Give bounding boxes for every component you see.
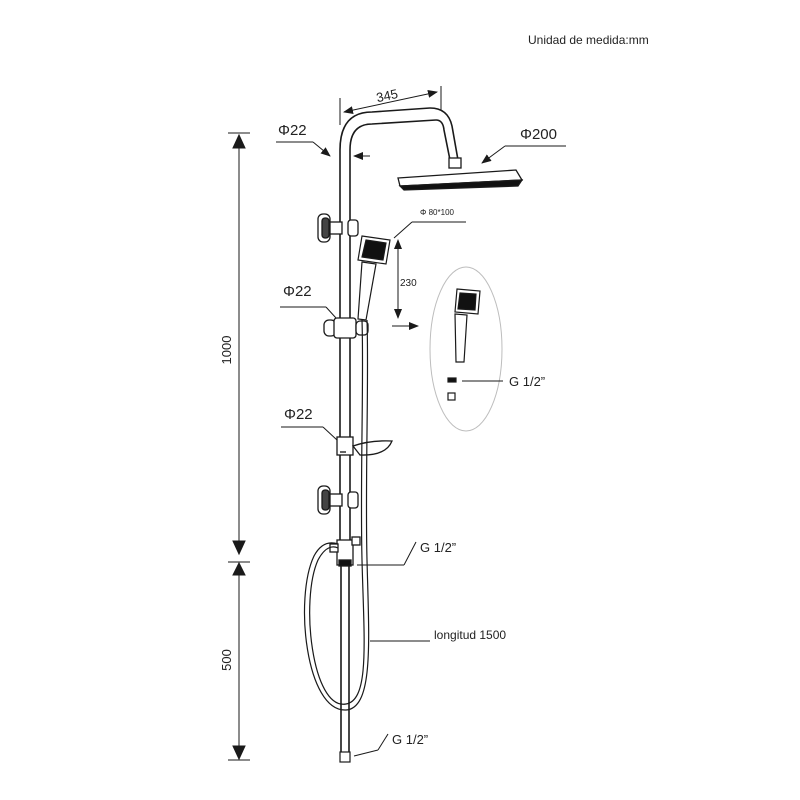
- hose-length-label: longitud 1500: [434, 628, 506, 642]
- dim-arrow-1: [232, 133, 246, 149]
- wall-bracket-upper: [317, 213, 359, 243]
- slide-travel-label: 230: [400, 278, 417, 289]
- bottom-connector: [339, 751, 351, 763]
- detail-hand-shower: [447, 288, 481, 401]
- hand-shower-size-leader: [393, 221, 466, 239]
- slide-travel-dimension: [392, 239, 419, 330]
- thread-bottom-label: G 1/2”: [392, 732, 428, 747]
- diverter: [329, 536, 361, 567]
- arm-length-label: 345: [375, 86, 399, 105]
- arm-dimension: [339, 86, 442, 125]
- thread-detail-label: G 1/2”: [509, 374, 545, 389]
- head-diameter-leader: [481, 145, 566, 164]
- detail-view: [429, 266, 503, 432]
- pipe-diameter-mid-label: Φ22: [283, 283, 312, 300]
- hand-shower-size-label: Φ 80*100: [420, 208, 455, 217]
- dim-arrow-3: [232, 561, 246, 576]
- dim-arrow-4: [232, 745, 246, 761]
- dim-arrow-2: [232, 540, 246, 556]
- pipe-diameter-low-label: Φ22: [284, 406, 313, 423]
- thread-bottom-leader: [353, 733, 389, 757]
- shower-hose: [303, 319, 370, 711]
- pipe-diameter-low-leader: [281, 426, 338, 441]
- pipe-diameter-mid-leader: [280, 306, 337, 319]
- head-diameter-label: Φ200: [520, 126, 557, 143]
- thread-diverter-leader: [357, 541, 417, 566]
- wall-bracket-lower: [317, 485, 359, 515]
- units-note: Unidad de medida:mm: [528, 33, 649, 47]
- slider-bracket: [323, 317, 369, 339]
- lower-height-label: 500: [219, 649, 234, 671]
- rain-shower-head: [397, 157, 524, 191]
- soap-dish: [336, 436, 393, 456]
- pipe-diameter-top-leader: [276, 141, 370, 160]
- main-pipe: [339, 107, 459, 758]
- thread-diverter-label: G 1/2”: [420, 540, 456, 555]
- hand-shower: [357, 235, 391, 321]
- pipe-diameter-top-label: Φ22: [278, 122, 307, 139]
- height-dimension: [228, 132, 250, 761]
- upper-height-label: 1000: [219, 336, 234, 365]
